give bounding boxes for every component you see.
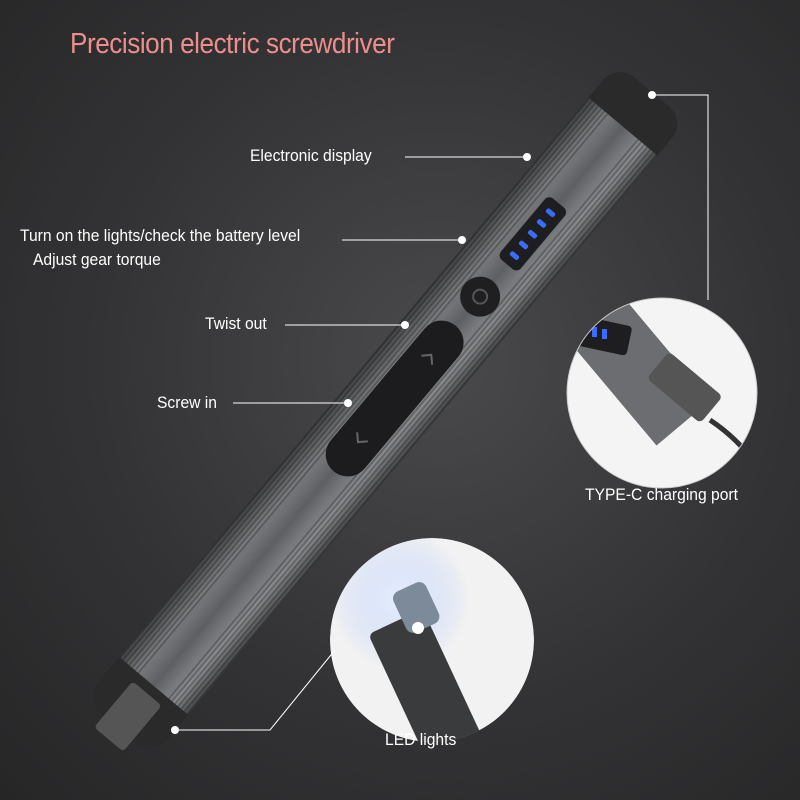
label-type-c: TYPE-C charging port: [585, 485, 738, 504]
label-electronic-display: Electronic display: [250, 146, 372, 165]
label-lights-battery: Turn on the lights/check the battery lev…: [20, 226, 301, 245]
label-screw-in: Screw in: [157, 393, 217, 412]
type-c-detail: [567, 298, 757, 488]
screwdriver-body: [92, 72, 678, 750]
power-button[interactable]: [452, 268, 508, 324]
page-title: Precision electric screwdriver: [70, 28, 395, 60]
bit-holder: [95, 682, 161, 750]
screw-in-button[interactable]: [353, 432, 368, 446]
label-gear-torque: Adjust gear torque: [33, 250, 161, 269]
rocker-switch: [325, 320, 464, 477]
leader-lines: [175, 94, 709, 731]
led-detail: [330, 538, 534, 742]
label-led-lights: LED lights: [385, 730, 457, 749]
power-icon: [472, 288, 489, 305]
battery-led-icons: [509, 208, 556, 260]
twist-out-button[interactable]: [421, 350, 436, 365]
label-twist-out: Twist out: [205, 314, 267, 333]
